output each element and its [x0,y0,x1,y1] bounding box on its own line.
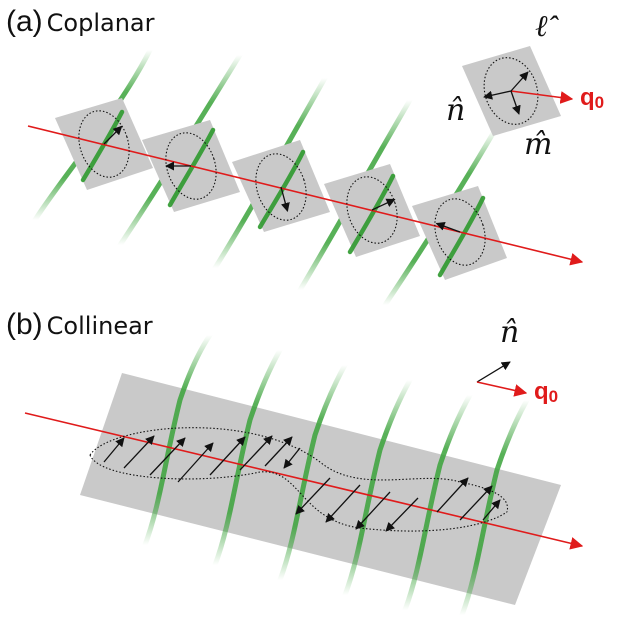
panel-a-name: Coplanar [46,9,155,37]
spin-arrow [149,437,186,476]
chain-line [459,397,530,618]
panel-b-tag: (b) [6,308,43,341]
legend-a-m-hat: m̂ [524,127,553,162]
spin-arrow [103,437,125,463]
collinear-legend-frame [476,361,528,397]
spin-arrow-plane-1 [103,125,123,145]
panel-a-label: (a)Coplanar [6,5,155,39]
propagation-axis-a [27,125,584,266]
q-main: q [534,378,549,405]
propagation-axis-b [24,412,584,550]
spin-arrow [209,436,246,476]
spin-arrow [482,499,501,521]
legend-arrow-l [510,71,529,92]
chain-line [142,332,213,548]
legend-axis-q [476,381,528,397]
legend-axis-q [510,90,574,104]
spin-arrow [283,447,301,469]
spin-arrow [239,435,273,471]
q-sub: 0 [594,93,605,112]
coplanar-panel [27,46,584,308]
panel-a-tag: (a) [6,5,43,38]
chain-line-over-plane [167,127,216,208]
coplanar-spin-arrows [103,125,461,233]
coplanar-legend-frame [462,46,574,136]
spin-plane-5 [412,186,507,280]
legend-arrow-m [510,90,521,115]
legend-a-n-hat: n̂ [446,93,466,128]
spin-plane-3 [232,140,330,232]
spin-arrow [177,442,214,483]
envelope-lower [89,454,508,532]
panel-b-label: (b)Collinear [6,308,153,342]
q-main: q [580,84,595,111]
chain-line [212,347,283,568]
coplanar-spin-ellipses [78,110,486,266]
q-sub: 0 [548,387,559,406]
chain-line-over-plane [437,195,486,278]
panel-b-name: Collinear [46,312,153,340]
spin-arrow-plane-4 [371,198,396,211]
spin-arrow [459,485,493,521]
spin-ellipse [165,132,217,200]
chain-line-over-plane [80,109,125,183]
collinear-panel [24,332,584,618]
spin-ellipse [255,153,307,221]
spin-arrow-plane-5 [435,221,461,233]
legend-b-q0: q0 [534,378,559,406]
spin-arrow [436,477,469,513]
collinear-spin-arrows [103,435,501,532]
chain-line [277,362,348,583]
spin-arrow [325,484,361,523]
spin-ellipse [78,110,130,178]
legend-ellipse [483,57,539,125]
chain-line [342,377,413,598]
legend-arrow-n [476,361,511,383]
chain-line-over-plane [347,173,396,255]
legend-b-n-hat: n̂ [500,315,520,350]
spin-arrow [385,497,419,532]
legend-a-l-hat: ℓ̂ [535,9,548,44]
legend-a-q0: q0 [580,84,605,112]
spin-arrow [355,491,391,530]
legend-arrow-n [483,90,512,100]
spin-arrow [264,436,293,467]
chain-line [402,392,473,613]
spin-arrow-plane-3 [280,186,290,212]
spin-arrow [295,477,331,515]
spin-arrow [123,435,155,469]
spin-ellipse [434,198,486,266]
